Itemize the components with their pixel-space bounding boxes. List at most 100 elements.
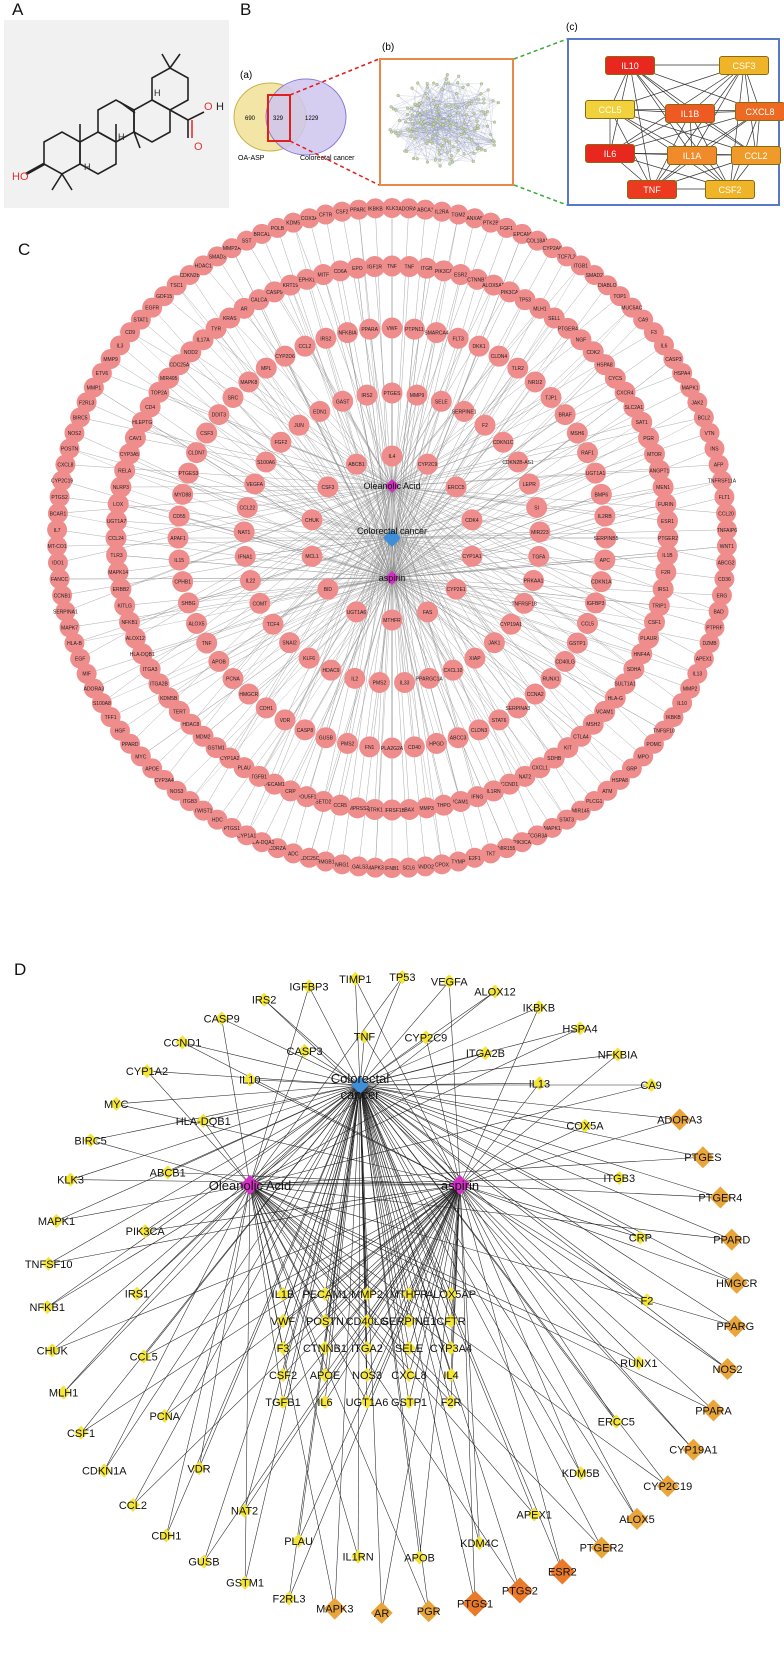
network-c-node: PECAM1 (263, 773, 285, 795)
network-d-node-label: CA9 (640, 1080, 661, 1092)
thumbnail-node (457, 74, 461, 78)
network-c-node-label: HMGB1 (317, 859, 335, 865)
thumbnail-node (444, 138, 448, 142)
network-c-node-label: VDR (280, 718, 291, 724)
network-c-node: ERG (711, 585, 732, 606)
thumbnail-node (425, 82, 429, 86)
network-c-node-label: KLK3 (386, 206, 398, 212)
network-d-node-label: IL1B (272, 1289, 295, 1301)
network-d-node-label: KDM4C (460, 1538, 499, 1550)
network-c-node-label: FLT3 (452, 336, 464, 342)
network-c-node-label: TLR2 (512, 366, 524, 372)
network-d-node: CASP3 (287, 1043, 323, 1058)
network-c-node: PTGES (381, 382, 403, 404)
network-c-node-label: CFTR (319, 213, 333, 219)
network-c-node: IGF1R (364, 256, 386, 278)
network-d-node-label: CHUK (37, 1345, 69, 1357)
network-d-node-label: PLAU (284, 1536, 313, 1548)
network-c-node-label: TYR (211, 326, 221, 332)
thumbnail-node (476, 124, 480, 128)
network-c-node: CXCL10 (442, 659, 464, 681)
network-d-node: CDH1 (151, 1528, 181, 1543)
network-c-node-label: COL18A1 (526, 239, 548, 245)
network-c-node-label: DKK1 (473, 344, 486, 350)
network-c-node-label: IFNG (471, 795, 483, 801)
network-c-node-label: CCNA2 (527, 692, 544, 698)
network-c-node-label: CDKN2B-AS1 (502, 460, 534, 466)
network-c-node: TYMP (448, 851, 469, 872)
network-c-node-label: JAK2 (691, 400, 703, 406)
network-c-node-label: S100A8 (93, 701, 111, 707)
network-c-node: PTGER2 (657, 527, 679, 549)
network-c-node: FAS (417, 601, 439, 623)
network-c-node: IL33 (394, 671, 416, 693)
network-c-node-label: CCL24 (108, 536, 124, 542)
network-c-node-label: BCAR1 (50, 511, 67, 517)
network-c-node-label: TKT (486, 851, 495, 857)
colorectal-cancer-hub (383, 529, 401, 547)
thumbnail-node (437, 109, 441, 114)
network-c-node: BRCA1 (251, 223, 272, 244)
network-c-node-label: ESR2 (454, 273, 467, 279)
network-d-node-label: CASP3 (287, 1046, 323, 1058)
network-d-node-label: PTGES (684, 1152, 721, 1164)
network-d-node: CCND1 (163, 1035, 201, 1050)
aspirin-hub (385, 571, 399, 585)
aspirin-hub (450, 1175, 470, 1195)
network-c-node-label: MEN1 (656, 485, 670, 491)
network-c-node: ABCC3 (447, 727, 469, 749)
network-c-node-label: KDM5B (160, 696, 178, 702)
network-d-node: ALOX12 (474, 984, 516, 999)
network-c-node-label: TGFB1 (251, 774, 267, 780)
network-c-node-label: SLC2A1 (625, 405, 644, 411)
network-d-node: PTGS1 (457, 1590, 493, 1617)
network-d-node: TP53 (389, 970, 415, 985)
network-c-node: APOB (208, 650, 230, 672)
thumbnail-node (432, 122, 436, 126)
thumbnail-node (451, 144, 455, 149)
network-c-node: F2RL3 (76, 392, 97, 413)
network-d-node: PLAU (284, 1533, 313, 1548)
network-c-node-label: IL2RA (435, 210, 450, 216)
network-c-node: ADORA3 (84, 678, 104, 699)
network-c-node: PRKAA1 (523, 569, 545, 591)
network-d-node-label: ITGB3 (603, 1173, 635, 1185)
thumbnail-node (410, 113, 414, 117)
network-c-node-label: RELA (118, 468, 132, 474)
network-d-node: IGFBP3 (289, 979, 328, 994)
thumbnail-node (425, 129, 429, 133)
network-d-node: CSF1 (67, 1425, 95, 1440)
network-c-node-label: ESR1 (661, 519, 674, 525)
network-d-node-label: F2 (641, 1295, 654, 1307)
thumbnail-node (416, 81, 420, 85)
network-c-node-label: MMP1 (87, 385, 102, 391)
network-d-node-label: KDM5B (562, 1468, 600, 1480)
network-c-node: FGF2 (270, 431, 292, 453)
network-c-node-label: BIRC5 (73, 415, 88, 421)
thumbnail-node (440, 87, 444, 91)
thumbnail-node (485, 110, 490, 114)
network-c-node: ANDO2 (415, 856, 436, 877)
network-d-node: ITGA2B (466, 1046, 505, 1061)
network-d-node-label: RUNX1 (620, 1358, 657, 1370)
network-c-node-label: PPARG (350, 208, 367, 214)
network-d-node: AR (370, 1601, 393, 1624)
network-c-node-label: TNFRSF18 (512, 601, 538, 607)
thumbnail-node (466, 83, 470, 87)
network-c-node-label: CXCL10 (444, 668, 463, 674)
network-c-node-label: GRP (626, 766, 638, 772)
thumbnail-node (449, 154, 454, 158)
network-c-node-label: PMS2 (373, 680, 387, 686)
thumbnail-node (415, 157, 419, 161)
thumbnail-node (462, 131, 467, 136)
network-c-node: CYP19A1 (500, 613, 522, 635)
network-c-node-label: CPOX (435, 862, 450, 868)
thumbnail-node (394, 131, 398, 136)
network-c-node: SHBG (177, 592, 199, 614)
thumbnail-node (425, 85, 429, 89)
network-d-node-label: SERPINE1 (382, 1316, 436, 1328)
network-c-node-label: PTGER2 (658, 536, 678, 542)
network-c-node-label: SERPINB5 (594, 536, 619, 542)
thumbnail-node (472, 151, 476, 156)
network-c-node-label: PLA2G2A (381, 746, 404, 752)
